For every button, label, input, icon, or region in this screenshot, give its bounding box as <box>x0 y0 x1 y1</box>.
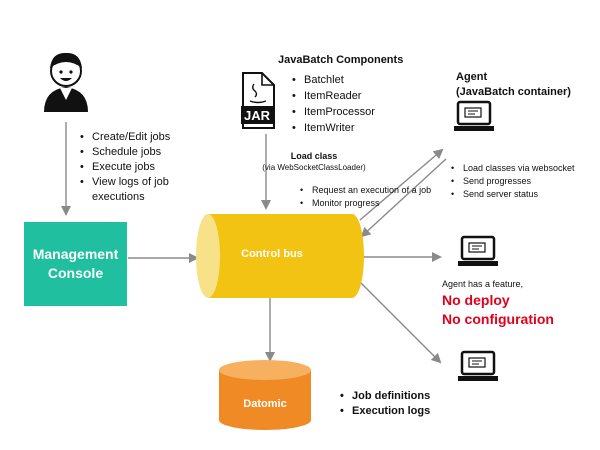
load-class-label: Load class (via WebSocketClassLoader) <box>254 150 374 174</box>
list-item: ItemProcessor <box>292 104 375 120</box>
list-item: Create/Edit jobs <box>80 130 170 145</box>
no-deploy-text: No deploy <box>442 292 510 308</box>
list-item: Load classes via websocket <box>451 162 575 175</box>
management-console-box: Management Console <box>24 222 127 306</box>
laptop-icon <box>458 350 498 381</box>
agent-title: Agent <box>456 71 488 83</box>
no-configuration-text: No configuration <box>442 311 554 327</box>
control-bus-cylinder <box>196 214 364 298</box>
arrow-bus-to-agent3 <box>359 281 442 364</box>
management-console-label-line1: Management <box>32 246 119 262</box>
control-bus-label: Control bus <box>241 248 303 260</box>
list-item: Execute jobs <box>80 160 170 175</box>
list-item: Send server status <box>451 188 575 201</box>
components-list: Batchlet ItemReader ItemProcessor ItemWr… <box>292 72 375 136</box>
user-avatar-icon <box>44 52 88 112</box>
load-class-subtitle: (via WebSocketClassLoader) <box>262 163 366 172</box>
agent-capabilities-list: Load classes via websocket Send progress… <box>451 162 575 201</box>
laptop-icon <box>454 100 494 131</box>
jar-label: JAR <box>244 108 271 123</box>
list-item: Schedule jobs <box>80 145 170 160</box>
list-item: Send progresses <box>451 175 575 188</box>
datomic-cylinder <box>219 360 311 430</box>
list-item: ItemReader <box>292 88 375 104</box>
laptop-icon <box>458 235 498 266</box>
list-item: Monitor progress <box>300 197 431 210</box>
agent-feature-text: Agent has a feature, <box>442 279 524 289</box>
agent-title-block: Agent (JavaBatch container) <box>456 70 571 100</box>
requests-list: Request an execution of a job Monitor pr… <box>300 184 431 210</box>
jar-file-icon: JAR <box>241 72 275 129</box>
components-title: JavaBatch Components <box>278 54 404 66</box>
list-item: Request an execution of a job <box>300 184 431 197</box>
datomic-label: Datomic <box>243 398 287 410</box>
load-class-title: Load class <box>290 151 338 161</box>
list-item: ItemWriter <box>292 120 375 136</box>
list-item: Batchlet <box>292 72 375 88</box>
list-item-continuation: executions <box>92 191 145 203</box>
list-item: View logs of job <box>80 175 170 190</box>
datomic-items-list: Job definitions Execution logs <box>340 389 430 419</box>
management-console-label-line2: Console <box>47 265 104 281</box>
agent-subtitle: (JavaBatch container) <box>456 86 571 98</box>
list-item: Job definitions <box>340 389 430 404</box>
user-actions-list: Create/Edit jobs Schedule jobs Execute j… <box>80 130 170 205</box>
list-item: Execution logs <box>340 404 430 419</box>
